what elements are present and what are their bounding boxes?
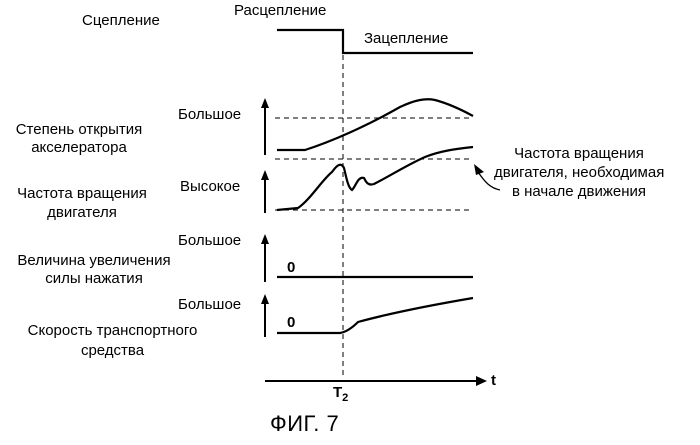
figure-caption: ФИГ. 7 xyxy=(270,411,339,437)
accel-title-line2: акселератора xyxy=(5,139,153,156)
accel-opening-curve xyxy=(277,99,473,150)
force-title-line1: Величина увеличения xyxy=(14,252,174,269)
speed-level-label: Большое xyxy=(178,296,241,313)
engine-level-label: Высокое xyxy=(180,178,240,195)
engine-title-line1: Частота вращения xyxy=(8,185,156,202)
accel-level-label: Большое xyxy=(178,106,241,123)
force-title-line2: силы нажатия xyxy=(14,270,174,287)
engine-axis xyxy=(261,170,269,213)
t2-subscript: 2 xyxy=(342,392,348,404)
t-axis-label: t xyxy=(491,372,496,389)
force-axis xyxy=(261,234,269,282)
note-line2: двигателя, необходимая xyxy=(494,164,664,181)
t2-main: T xyxy=(333,384,342,401)
disengage-label: Расцепление xyxy=(234,2,326,19)
engine-speed-curve xyxy=(277,147,473,210)
engage-label: Зацепление xyxy=(364,30,448,47)
speed-axis xyxy=(261,294,269,337)
time-axis xyxy=(265,376,487,386)
speed-zero-label: 0 xyxy=(287,314,295,331)
note-pointer-arrowhead xyxy=(474,164,484,175)
accel-axis xyxy=(261,98,269,155)
engine-title-line2: двигателя xyxy=(8,204,156,221)
speed-title-line2: средства xyxy=(5,342,220,359)
force-level-label: Большое xyxy=(178,232,241,249)
speed-title-line1: Скорость транспортного xyxy=(5,322,220,339)
t2-label: T2 xyxy=(333,384,348,407)
accel-title-line1: Степень открытия xyxy=(5,121,153,138)
note-line1: Частота вращения xyxy=(494,145,664,162)
vehicle-speed-curve xyxy=(277,298,473,333)
clutch-label: Сцепление xyxy=(82,12,160,29)
force-zero-label: 0 xyxy=(287,259,295,276)
note-line3: в начале движения xyxy=(494,183,664,200)
